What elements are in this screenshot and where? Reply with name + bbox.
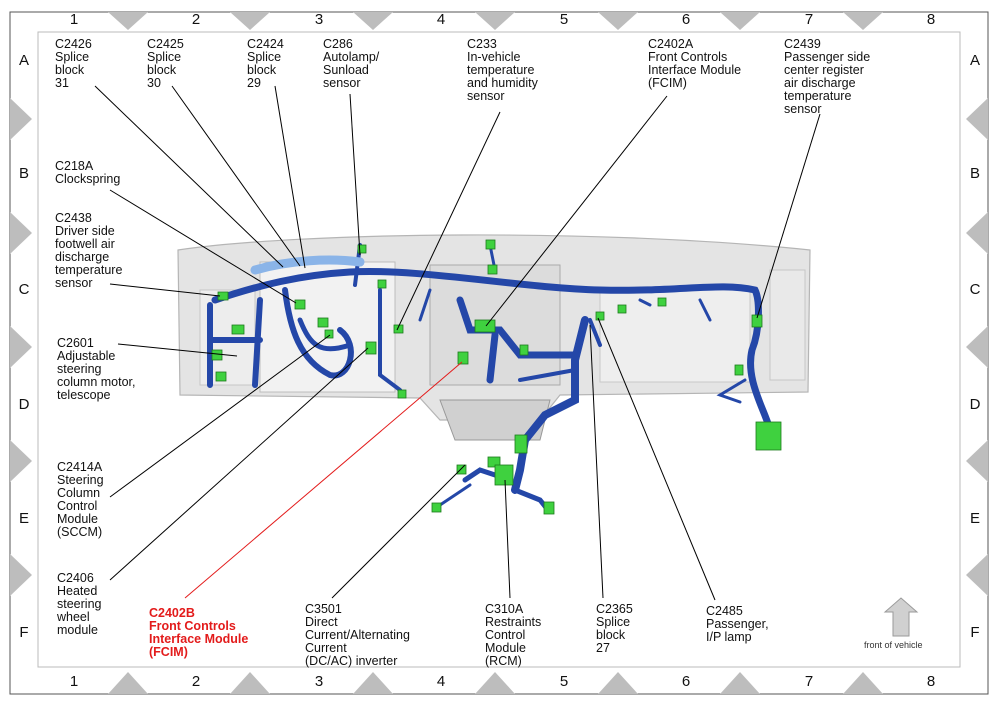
col-bottom-4: 4 (436, 673, 446, 690)
col-top-8: 8 (926, 11, 936, 28)
row-left-e: E (18, 510, 29, 527)
label-c2485: C2485 Passenger, I/P lamp (706, 604, 769, 644)
inner-border (37, 31, 961, 668)
row-right-f: F (970, 624, 980, 641)
col-bottom-6: 6 (681, 673, 691, 690)
wire-harness (207, 243, 774, 513)
col-top-5: 5 (559, 11, 569, 28)
col-top-2: 2 (191, 11, 201, 28)
label-c2439: C2439 Passenger side center register air… (784, 37, 871, 116)
top-tick-marks (108, 12, 883, 30)
col-top-4: 4 (436, 11, 446, 28)
label-c2402a: C2402A Front Controls Interface Module (… (648, 37, 742, 90)
col-bottom-2: 2 (191, 673, 201, 690)
col-top-6: 6 (681, 11, 691, 28)
col-top-7: 7 (804, 11, 814, 28)
row-right-a: A (969, 52, 980, 69)
label-c2365: C2365 Splice block 27 (596, 602, 633, 655)
col-top-1: 1 (69, 11, 79, 28)
col-top-3: 3 (314, 11, 324, 28)
row-right-c: C (969, 281, 981, 298)
label-c2426: C2426 Splice block 31 (55, 37, 92, 90)
col-bottom-1: 1 (69, 673, 79, 690)
right-tick-marks (966, 98, 988, 596)
label-c2414a: C2414A Steering Column Control Module (S… (57, 460, 104, 539)
col-bottom-5: 5 (559, 673, 569, 690)
row-left-d: D (18, 396, 30, 413)
col-bottom-3: 3 (314, 673, 324, 690)
left-tick-marks (10, 98, 32, 596)
front-of-vehicle-label: front of vehicle (864, 640, 923, 650)
label-c2406: C2406 Heated steering wheel module (57, 571, 102, 637)
label-c2601: C2601 Adjustable steering column motor, … (57, 336, 136, 402)
row-left-c: C (18, 281, 30, 298)
label-c2402b: C2402B Front Controls Interface Module (… (149, 606, 249, 659)
row-right-b: B (969, 165, 980, 182)
bottom-tick-marks (108, 672, 883, 694)
label-c3501: C3501 Direct Current/Alternating Current… (305, 602, 410, 668)
col-bottom-7: 7 (804, 673, 814, 690)
label-c286: C286 Autolamp/ Sunload sensor (323, 37, 380, 90)
label-c2438: C2438 Driver side footwell air discharge… (55, 211, 123, 290)
row-right-d: D (969, 396, 981, 413)
row-left-f: F (19, 624, 29, 641)
row-left-a: A (18, 52, 29, 69)
label-c233: C233 In-vehicle temperature and humidity… (467, 37, 538, 103)
leader-lines (94, 85, 821, 601)
label-c2425: C2425 Splice block 30 (147, 37, 184, 90)
row-left-b: B (18, 165, 29, 182)
front-arrow-icon (883, 597, 919, 637)
connectors (211, 239, 782, 515)
label-c218a: C218A Clockspring (55, 159, 121, 186)
label-c2424: C2424 Splice block 29 (247, 37, 284, 90)
label-c310a: C310A Restraints Control Module (RCM) (485, 602, 542, 668)
col-bottom-8: 8 (926, 673, 936, 690)
row-right-e: E (969, 510, 980, 527)
